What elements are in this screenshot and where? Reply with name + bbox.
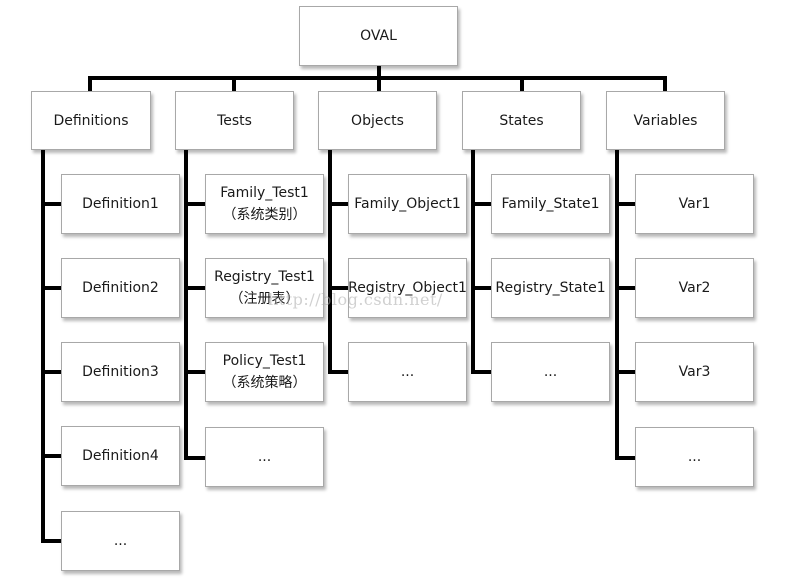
variables-branch [615,456,636,460]
definition-label: Definition4 [82,448,159,464]
object-label: Family_Object1 [354,196,461,212]
definition-label: Definition1 [82,196,159,212]
test-name: Policy_Test1 [222,353,307,369]
variables-drop-connector [663,76,667,91]
category-label: Variables [633,112,698,129]
category-label: States [499,112,544,129]
object-node: Registry_Object1 [348,258,467,318]
objects-branch [328,370,349,374]
state-label: Registry_State1 [495,280,606,296]
category-label: Objects [351,112,404,129]
variables-branch [615,202,636,206]
objects-drop-connector [377,76,381,91]
test-name: Family_Test1 [220,185,309,201]
definition-label: Definition3 [82,364,159,380]
definitions-drop-connector [88,76,92,91]
definitions-branch [41,286,62,290]
definition-node: Definition2 [61,258,180,318]
objects-spine [328,149,332,374]
state-label: ... [543,364,558,380]
variables-branch [615,370,636,374]
category-node-tests: Tests [175,91,294,150]
variable-label: ... [687,449,702,465]
variable-label: Var3 [678,364,711,380]
category-node-objects: Objects [318,91,437,150]
definitions-branch [41,454,62,458]
object-node: Family_Object1 [348,174,467,234]
definitions-spine [41,149,45,543]
test-node: Policy_Test1 （系统策略） [205,342,324,402]
variable-node: Var3 [635,342,754,402]
definition-label: ... [113,533,128,549]
test-description: （系统类别） [222,207,307,223]
category-node-variables: Variables [606,91,725,150]
variable-node: Var1 [635,174,754,234]
variable-label: Var1 [678,196,711,212]
state-node: ... [491,342,610,402]
state-label: Family_State1 [501,196,600,212]
states-branch [471,370,492,374]
state-node: Family_State1 [491,174,610,234]
states-spine [471,149,475,374]
variable-node: Var2 [635,258,754,318]
objects-branch [328,286,349,290]
test-name: ... [257,449,272,465]
category-node-states: States [462,91,581,150]
tests-spine [184,149,188,460]
state-node: Registry_State1 [491,258,610,318]
objects-branch [328,202,349,206]
variables-branch [615,286,636,290]
test-description: （注册表） [229,291,300,307]
category-node-definitions: Definitions [31,91,151,150]
states-branch [471,286,492,290]
variables-spine [615,149,619,460]
category-label: Definitions [53,112,129,129]
test-node: Registry_Test1 （注册表） [205,258,324,318]
root-node: OVAL [299,6,458,66]
definition-node: Definition1 [61,174,180,234]
object-label: Registry_Object1 [348,280,467,296]
object-label: ... [400,364,415,380]
tests-branch [184,370,206,374]
states-branch [471,202,492,206]
definitions-branch [41,539,62,543]
test-node: Family_Test1 （系统类别） [205,174,324,234]
tests-branch [184,202,206,206]
test-description: （系统策略） [222,375,307,391]
tests-branch [184,456,206,460]
test-name: Registry_Test1 [214,269,315,285]
states-drop-connector [520,76,524,91]
variable-label: Var2 [678,280,711,296]
definition-label: Definition2 [82,280,159,296]
test-node: ... [205,427,324,487]
tests-branch [184,286,206,290]
definitions-branch [41,370,62,374]
definitions-branch [41,202,62,206]
tests-drop-connector [232,76,236,91]
definition-node: Definition3 [61,342,180,402]
root-node-label: OVAL [360,28,397,44]
object-node: ... [348,342,467,402]
root-connector [377,66,381,79]
definition-node: ... [61,511,180,571]
definition-node: Definition4 [61,426,180,486]
variable-node: ... [635,427,754,487]
category-label: Tests [217,112,252,129]
